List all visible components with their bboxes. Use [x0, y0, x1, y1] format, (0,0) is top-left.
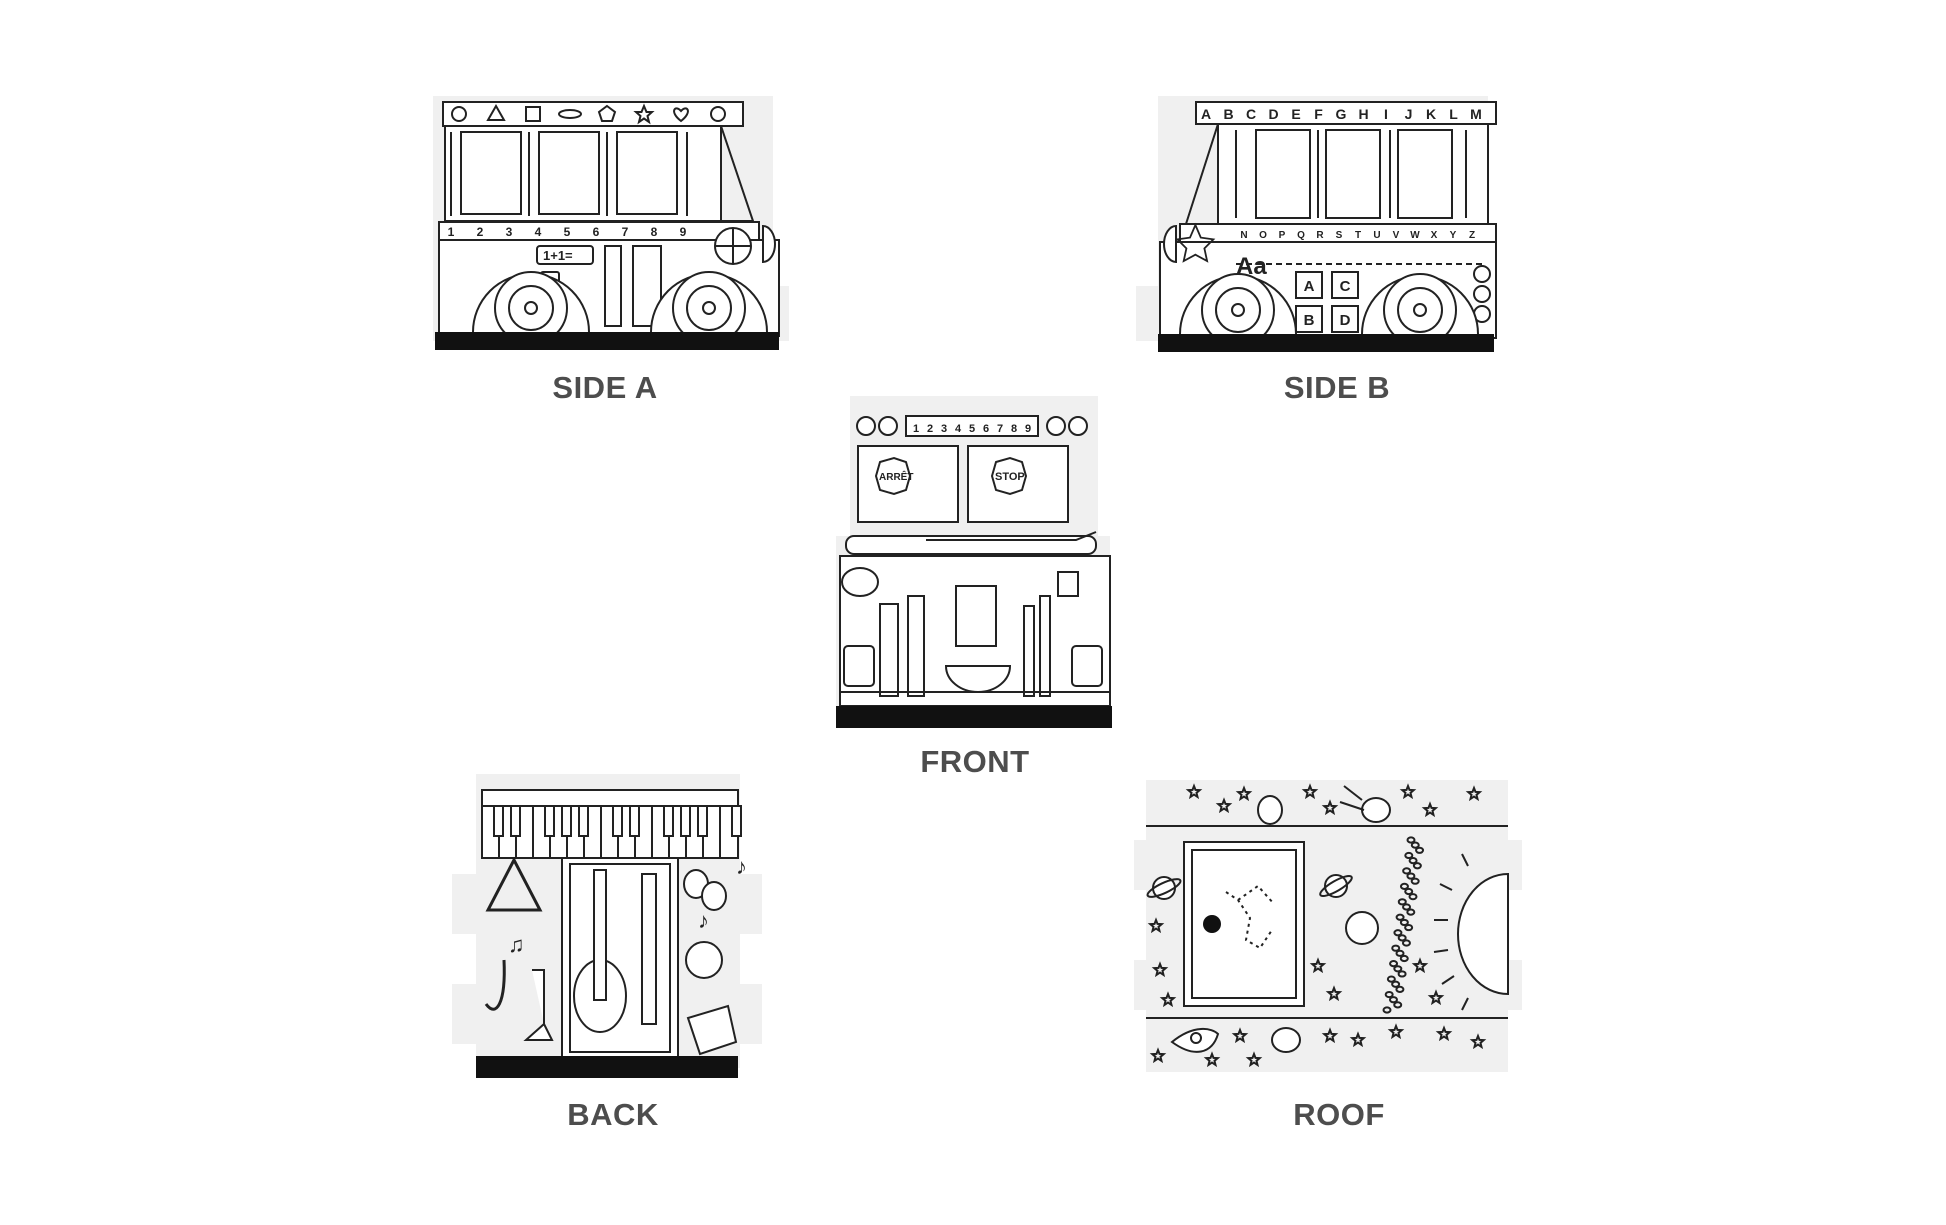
alphabet-letter: N	[1240, 230, 1247, 241]
ruler-number: 7	[997, 423, 1003, 435]
ruler-number: 1	[448, 225, 455, 239]
alphabet-letter: H	[1358, 106, 1368, 122]
letter-block	[1331, 305, 1359, 333]
letter-block	[1331, 271, 1359, 299]
letter-block-label: B	[1304, 312, 1315, 329]
roof-panel	[1134, 770, 1524, 1082]
alphabet-letter: M	[1470, 106, 1482, 122]
alphabet-letter: S	[1336, 230, 1343, 241]
side-a-panel: 1 2 3 4 5 6 7 8 9 1+1=	[433, 96, 789, 352]
letter-block	[1295, 305, 1323, 333]
alphabet-letter: G	[1336, 106, 1347, 122]
ruler-numbers: 1 2 3 4 5 6 7 8 9	[448, 225, 687, 239]
ruler-number: 3	[941, 423, 947, 435]
alphabet-letter: K	[1426, 106, 1436, 122]
alphabet-letter: O	[1259, 230, 1267, 241]
ruler-number: 1	[913, 423, 919, 435]
ruler-number: 9	[1025, 423, 1031, 435]
ruler-number: 6	[593, 225, 600, 239]
alphabet-letter: I	[1384, 106, 1388, 122]
alphabet-letter: C	[1246, 106, 1256, 122]
triangle-shape-icon	[486, 103, 506, 121]
math-equation: 1+1=	[543, 248, 573, 263]
star-shape-icon	[633, 103, 655, 125]
alphabet-letter: V	[1393, 230, 1400, 241]
ruler-number: 8	[1011, 423, 1017, 435]
letter-block-label: D	[1340, 312, 1351, 329]
star-field	[1147, 783, 1487, 1068]
asteroid-belt	[1382, 836, 1425, 1014]
side-b-label: SIDE B	[1283, 370, 1391, 405]
alphabet-letter: X	[1431, 230, 1438, 241]
heart-shape-icon	[673, 107, 689, 123]
ruler-number: 9	[680, 225, 687, 239]
side-a-label: SIDE A	[552, 370, 658, 405]
ruler-number: 8	[651, 225, 658, 239]
letter-block	[1295, 271, 1323, 299]
ruler-number: 5	[969, 423, 975, 435]
octagon-shape-icon	[710, 106, 726, 122]
pentagon-shape-icon	[597, 104, 617, 122]
alphabet-letter: F	[1314, 106, 1323, 122]
ruler-number: 3	[506, 225, 513, 239]
ruler-number: 4	[955, 423, 962, 435]
alphabet-letter: T	[1355, 230, 1361, 241]
alphabet-letter: Z	[1469, 230, 1475, 241]
alphabet-letter: L	[1449, 106, 1458, 122]
alphabet-letter: D	[1268, 106, 1278, 122]
front-label: FRONT	[920, 744, 1030, 779]
stop-sign: STOP	[995, 471, 1025, 483]
circle-shape-icon	[451, 106, 467, 122]
back-label: BACK	[567, 1097, 659, 1132]
square-shape-icon	[525, 106, 541, 122]
ruler-number: 6	[983, 423, 989, 435]
alphabet-letter: J	[1405, 106, 1413, 122]
music-note-icon: ♪	[698, 908, 709, 933]
arret-sign: ARRÊT	[879, 470, 913, 483]
music-note-icon: ♫	[508, 932, 525, 957]
ruler-number: 4	[535, 225, 542, 239]
alphabet-letter: A	[1201, 106, 1211, 122]
back-bus-illustration: ♪ ♫ ♪	[452, 774, 762, 1078]
alphabet-letter: W	[1410, 230, 1420, 241]
back-panel: ♪ ♫ ♪	[452, 774, 762, 1080]
side-a-bus-illustration: 1 2 3 4 5 6 7 8 9 1+1=	[433, 96, 789, 350]
letter-block-label: A	[1304, 278, 1315, 295]
alphabet-letter: Q	[1297, 230, 1305, 241]
alphabet-letter: R	[1316, 230, 1324, 241]
ruler-number: 5	[564, 225, 571, 239]
music-note-icon: ♪	[736, 854, 747, 879]
alphabet-letter: U	[1373, 230, 1380, 241]
roof-space-illustration	[1134, 780, 1522, 1072]
ruler-number: 7	[622, 225, 629, 239]
roof-label: ROOF	[1293, 1097, 1385, 1132]
letter-blocks: A C B D	[1295, 271, 1359, 333]
piano-keys	[481, 805, 742, 858]
alphabet-letter: B	[1223, 106, 1233, 122]
ruler-number: 2	[477, 225, 484, 239]
alphabet-letter: P	[1279, 230, 1286, 241]
ruler-number: 2	[927, 423, 933, 435]
letter-block-label: C	[1340, 278, 1351, 295]
shape-row	[451, 103, 726, 125]
alphabet-letter: Y	[1450, 230, 1457, 241]
oval-shape-icon	[558, 109, 582, 119]
alphabet-letter: E	[1291, 106, 1300, 122]
